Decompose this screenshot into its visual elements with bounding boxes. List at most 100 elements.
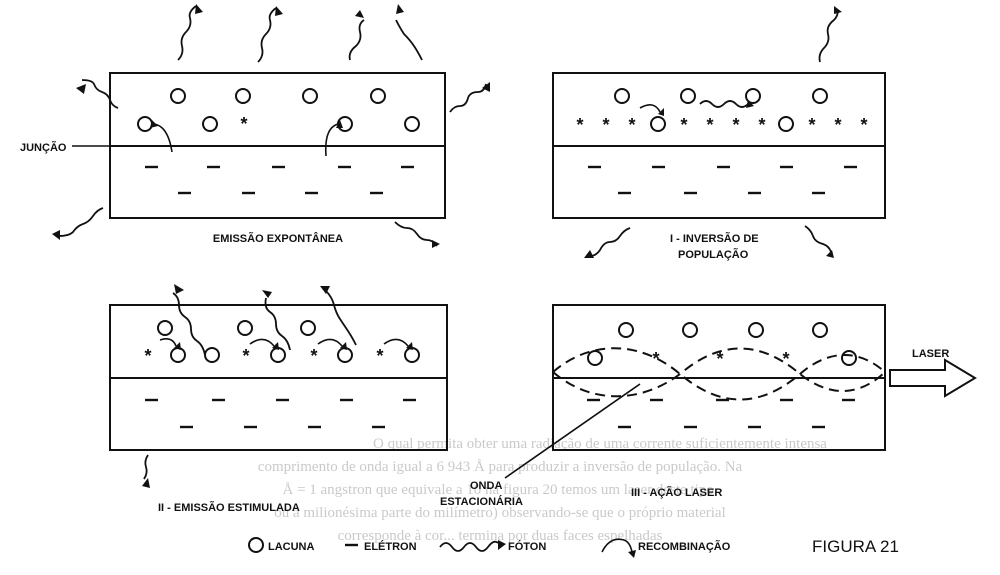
hole-icon <box>748 322 764 338</box>
hole-icon <box>170 347 186 363</box>
photon-icon <box>348 19 365 61</box>
hole-icon <box>270 347 286 363</box>
junction-label: JUNÇÃO <box>20 141 67 154</box>
photon-icon <box>449 83 487 113</box>
figure-caption: FIGURA 21 <box>812 537 899 556</box>
photon-icon <box>325 290 357 346</box>
photon-icon <box>394 221 438 247</box>
star-electrons: * * * * <box>144 346 383 366</box>
hole-icon <box>680 88 696 104</box>
photon-icon <box>804 225 832 253</box>
holes <box>614 88 828 132</box>
hole-icon <box>841 350 857 366</box>
hole-icon <box>778 116 794 132</box>
photon-icon <box>589 227 631 257</box>
standing-wave-pointer <box>504 383 641 479</box>
recombination-arrow-icon <box>639 104 661 113</box>
hole-icon <box>300 320 316 336</box>
photon-icon <box>395 19 423 61</box>
electrons <box>588 165 857 195</box>
photon-icon <box>257 7 277 63</box>
legend-lacuna-label: LACUNA <box>268 541 314 553</box>
star-electron-icon: * <box>834 115 841 135</box>
hole-icon <box>745 88 761 104</box>
hole-icon <box>137 116 153 132</box>
recombination-arrow-icon <box>324 123 339 157</box>
star-electrons: * * * <box>652 349 789 369</box>
bg-text-line3: Å = 1 angstron que equivale a 10 na figu… <box>282 482 717 498</box>
photon-icon <box>58 207 104 237</box>
hole-icon <box>204 347 220 363</box>
star-electron-icon: * <box>860 115 867 135</box>
recombination-arrow-icon <box>153 123 173 153</box>
hole-icon <box>237 320 253 336</box>
hole-icon <box>618 322 634 338</box>
photon-icon <box>699 100 749 108</box>
hole-icon <box>157 320 173 336</box>
photon-icon <box>143 454 149 480</box>
holes <box>137 88 420 132</box>
bg-text-line2: comprimento de onda igual a 6 943 Å para… <box>258 459 743 475</box>
bg-text-line5: corresponde à cor... termina por duas fa… <box>338 528 663 544</box>
electrons <box>145 398 416 429</box>
panel-title: EMISSÃO EXPONTÂNEA <box>213 232 343 245</box>
panel-spontaneous-emission: JUNÇÃO * <box>20 4 490 248</box>
star-electron-icon: * <box>808 115 815 135</box>
photon-icon <box>177 5 197 61</box>
electrons <box>145 165 414 195</box>
star-electron-icon: * <box>376 346 383 366</box>
star-electron-icon: * <box>732 115 739 135</box>
hole-icon <box>614 88 630 104</box>
hole-icon <box>404 116 420 132</box>
panel-title: III - AÇÃO LASER <box>631 486 722 499</box>
electrons <box>587 398 855 429</box>
star-electron-icon: * <box>652 349 659 369</box>
hole-icon <box>812 88 828 104</box>
legend-recombinacao-label: RECOMBINAÇÃO <box>638 540 731 553</box>
star-electron-icon: * <box>680 115 687 135</box>
hole-icon <box>337 347 353 363</box>
background-page-text: O qual permita obter uma radiação de uma… <box>258 436 828 544</box>
legend-recombination-icon <box>601 538 633 553</box>
hole-icon <box>650 116 666 132</box>
hole-icon <box>202 116 218 132</box>
hole-icon <box>404 347 420 363</box>
standing-wave-label-line1: ONDA <box>470 480 502 492</box>
bg-text-line4: ou a milionésima parte do milímetro) obs… <box>274 505 726 521</box>
star-electrons: * * * * * * * * * * <box>576 115 867 135</box>
star-electron-icon: * <box>716 349 723 369</box>
recombination-arrow-icon <box>317 338 343 347</box>
legend: LACUNA ELÉTRON FÓTON RECOMBINAÇÃO FIGURA… <box>248 537 899 558</box>
star-electron-icon: * <box>242 346 249 366</box>
hole-icon <box>587 350 603 366</box>
star-electron-icon: * <box>310 346 317 366</box>
hole-icon <box>682 322 698 338</box>
laser-label: LASER <box>912 348 949 360</box>
panel-title: II - EMISSÃO ESTIMULADA <box>158 501 300 514</box>
hole-icon <box>170 88 186 104</box>
recombination-arrow-icon <box>159 338 177 347</box>
laser-output-arrow-icon <box>889 358 977 398</box>
star-electron-icon: * <box>758 115 765 135</box>
star-electron-icon: * <box>144 346 151 366</box>
star-electron-icon: * <box>240 114 247 134</box>
panel-title-line2: POPULAÇÃO <box>678 248 749 261</box>
recombination-arrow-icon <box>383 338 409 347</box>
star-electron-icon: * <box>628 115 635 135</box>
star-electron-icon: * <box>602 115 609 135</box>
photons <box>52 4 490 248</box>
panel-stimulated-emission: * * * * II - EMISSÃO <box>109 284 448 514</box>
standing-wave-label-line2: ESTACIONÁRIA <box>440 495 523 508</box>
recombination-arrow-icon <box>249 338 275 347</box>
hole-icon <box>812 322 828 338</box>
star-electron-icon: * <box>782 349 789 369</box>
hole-icon <box>302 88 318 104</box>
hole-icon <box>370 88 386 104</box>
photon-icon <box>172 292 206 356</box>
panel-title-line1: I - INVERSÃO DE <box>670 232 759 245</box>
legend-hole-icon <box>248 537 264 553</box>
photon-icon <box>264 297 291 351</box>
legend-foton-label: FÓTON <box>508 540 546 553</box>
photon-icon <box>81 79 119 109</box>
